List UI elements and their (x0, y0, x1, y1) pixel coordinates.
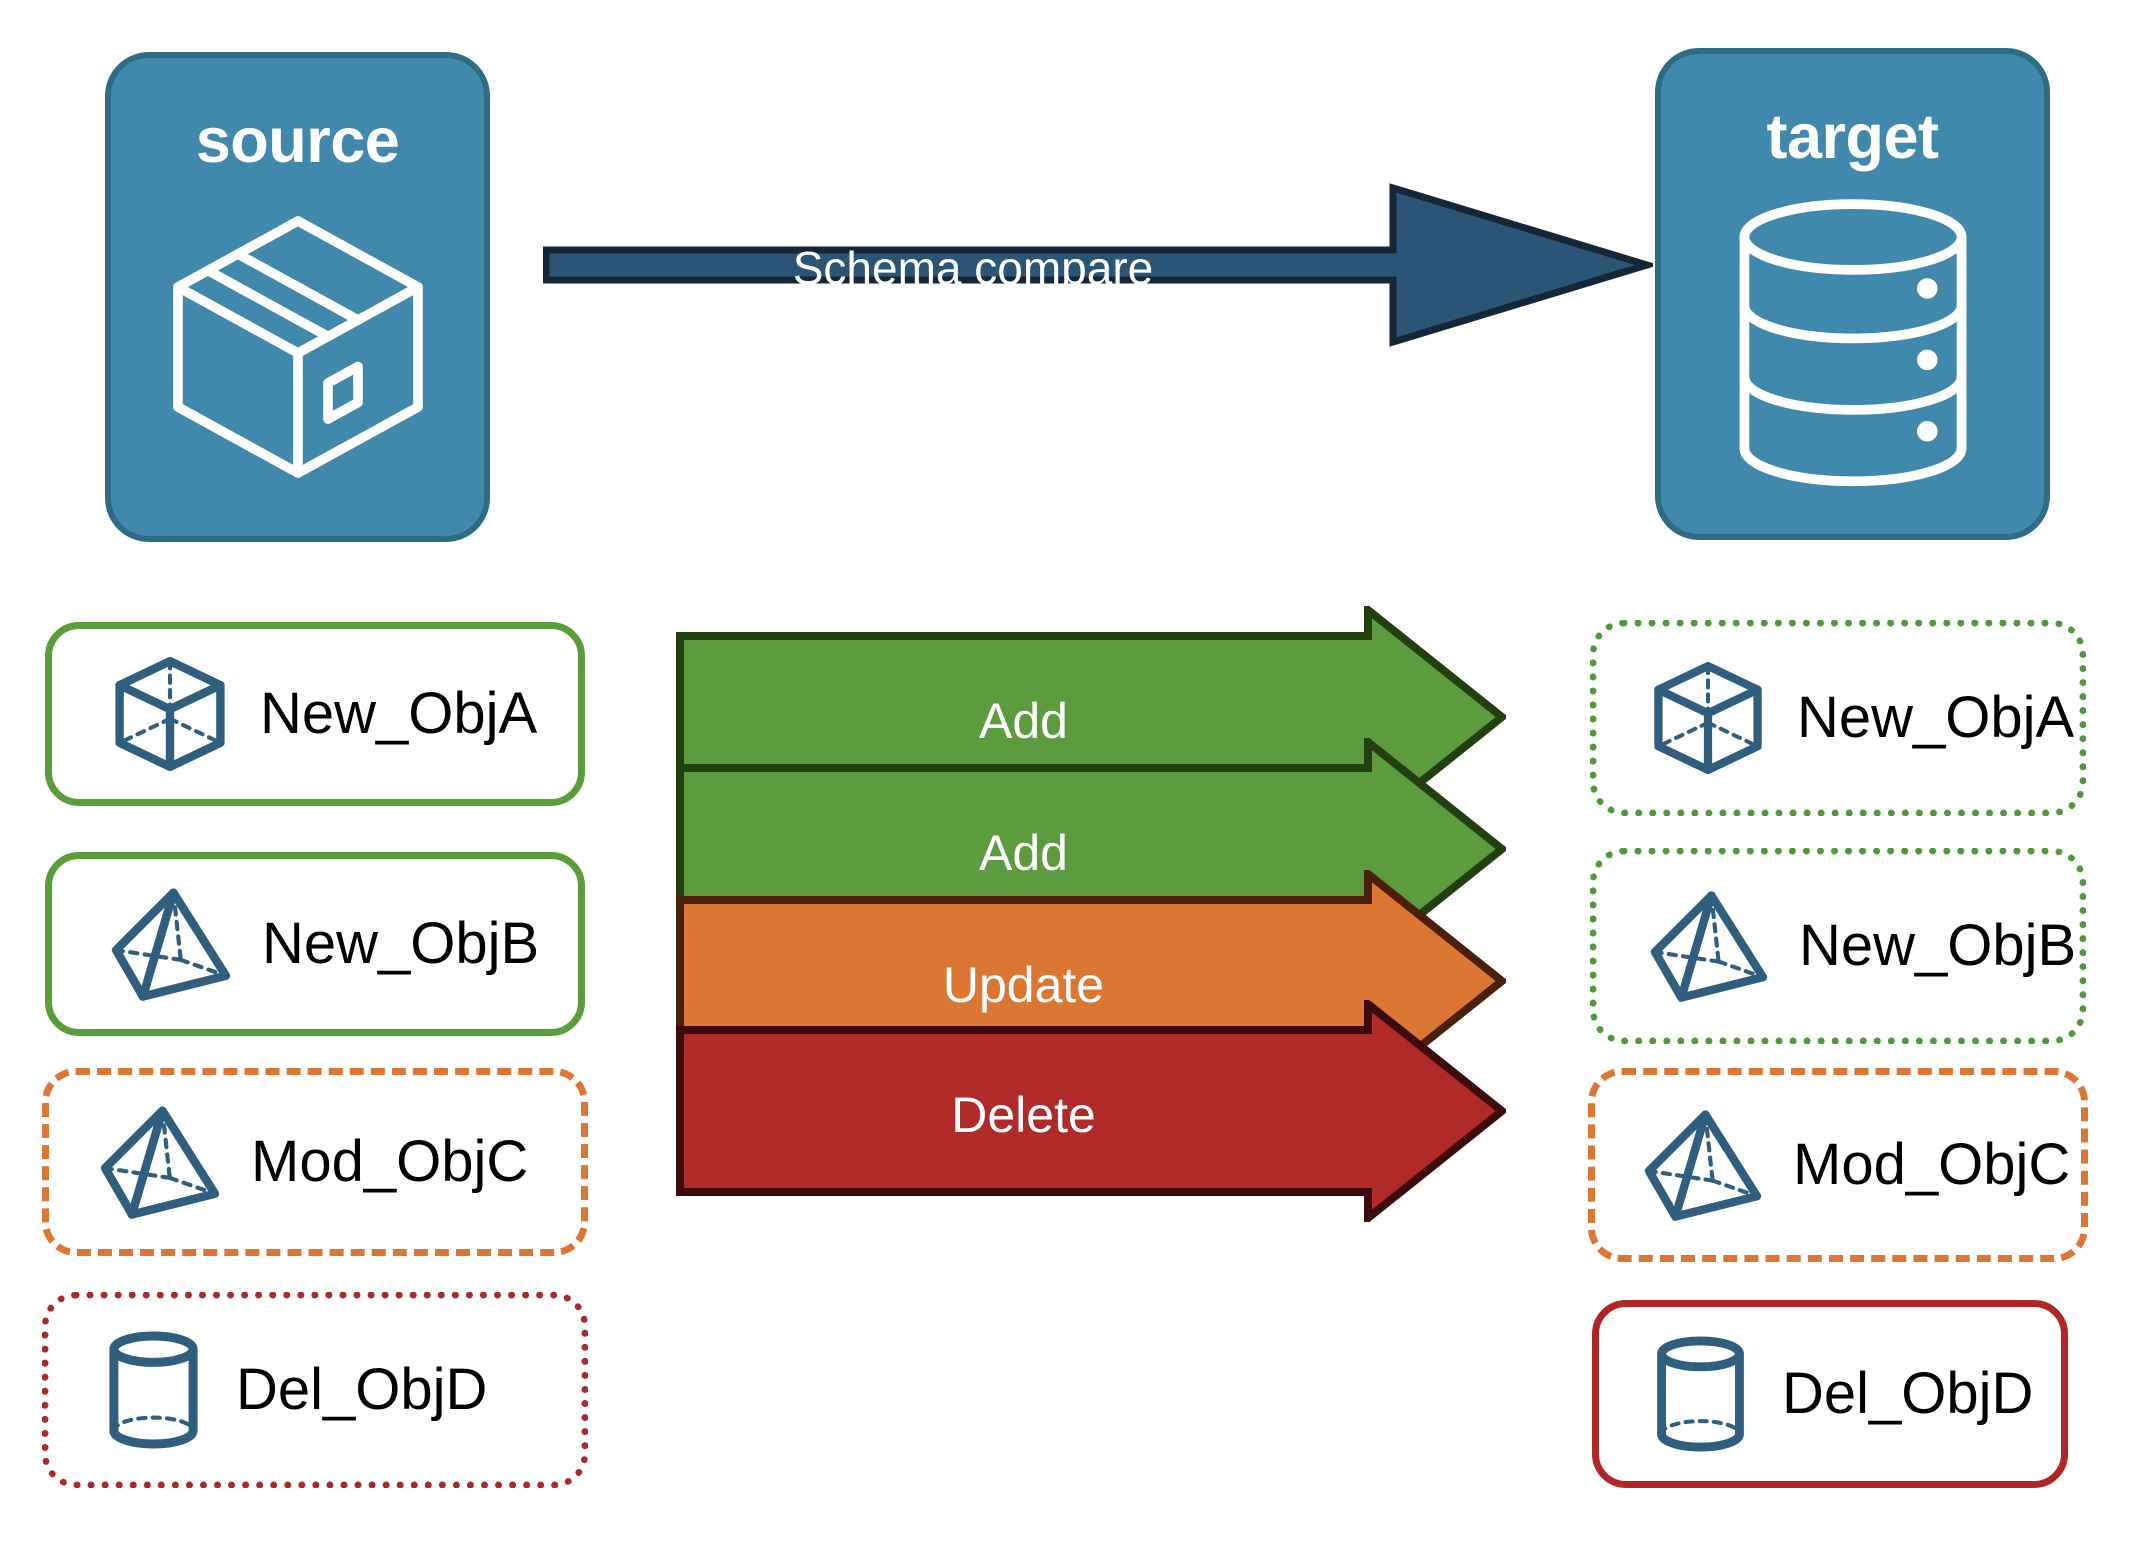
cylinder-icon (101, 1330, 206, 1450)
schema-compare-label: Schema compare (792, 242, 1154, 294)
target-object-card-new-objb[interactable]: New_ObjB (1590, 848, 2086, 1044)
source-object-label: New_ObjA (260, 681, 538, 746)
add-arrow-label: Add (979, 825, 1068, 881)
target-object-card-del-objd[interactable]: Del_ObjD (1592, 1300, 2068, 1488)
target-object-label: New_ObjB (1799, 913, 2077, 978)
wireframe-pyramid-icon (99, 1101, 221, 1223)
target-object-label: New_ObjA (1797, 685, 2075, 750)
update-arrow-label: Update (942, 957, 1105, 1013)
target-object-card-new-obja[interactable]: New_ObjA (1590, 620, 2086, 816)
wireframe-pyramid-icon (1649, 886, 1769, 1006)
wireframe-pyramid-icon (1643, 1105, 1763, 1225)
wireframe-pyramid-icon (110, 883, 232, 1005)
source-object-label: Del_ObjD (236, 1357, 488, 1422)
source-object-card-new-obja[interactable]: New_ObjA (45, 622, 585, 806)
source-object-card-new-objb[interactable]: New_ObjB (45, 852, 585, 1036)
source-object-card-mod-objc[interactable]: Mod_ObjC (42, 1068, 588, 1256)
cylinder-icon (1649, 1335, 1752, 1453)
target-endpoint-card[interactable]: target (1655, 48, 2050, 540)
add-arrow-label: Add (979, 693, 1068, 749)
source-object-label: New_ObjB (262, 911, 540, 976)
wireframe-cube-icon (1649, 659, 1767, 777)
delete-arrow-row-4: Delete (676, 995, 1509, 1227)
delete-arrow-label: Delete (951, 1087, 1096, 1143)
package-box-icon (111, 173, 484, 536)
source-object-card-del-objd[interactable]: Del_ObjD (42, 1292, 588, 1488)
source-title: source (195, 106, 400, 176)
source-object-label: Mod_ObjC (251, 1129, 529, 1194)
target-object-label: Del_ObjD (1782, 1361, 2034, 1426)
schema-compare-arrow: Schema compare (542, 140, 1660, 390)
wireframe-cube-icon (110, 654, 230, 774)
database-cylinder-icon (1661, 169, 2044, 534)
source-endpoint-card[interactable]: source (105, 52, 490, 542)
target-object-label: Mod_ObjC (1793, 1132, 2071, 1197)
target-object-card-mod-objc[interactable]: Mod_ObjC (1588, 1068, 2088, 1262)
target-title: target (1766, 102, 1939, 172)
